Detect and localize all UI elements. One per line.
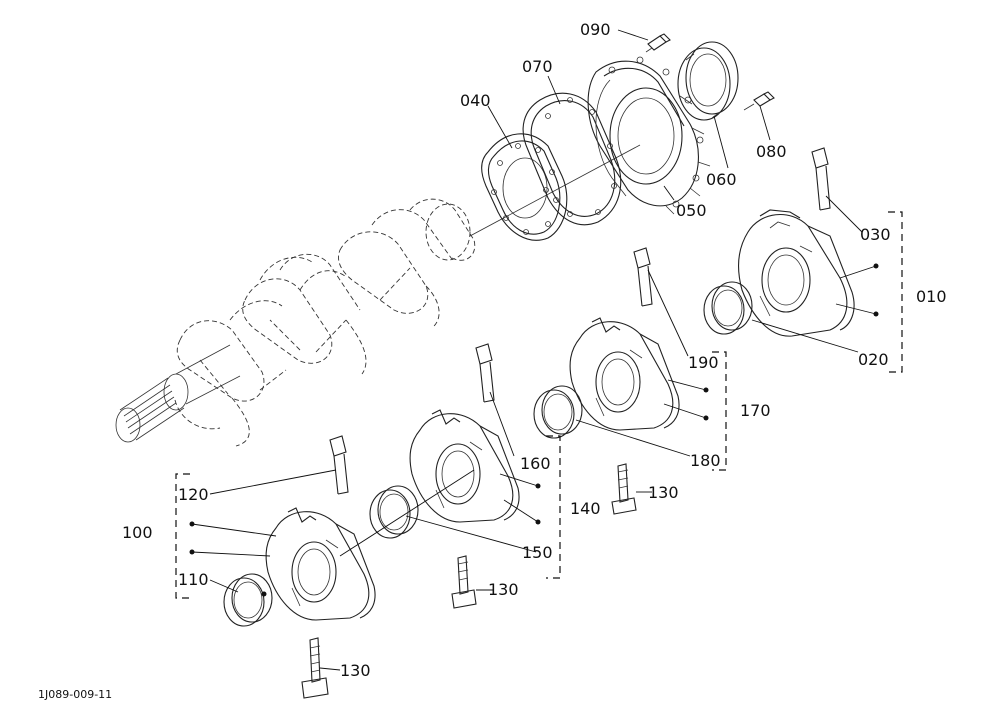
rear-housing-050	[587, 56, 711, 215]
callout-140: 140	[570, 499, 601, 518]
callout-120: 120	[178, 485, 209, 504]
callout-010: 010	[916, 287, 947, 306]
rear-gasket-040	[481, 133, 568, 241]
bearing-case-100	[265, 507, 376, 621]
callout-030: 030	[860, 225, 891, 244]
callout-060: 060	[706, 170, 737, 189]
bearing-case-170	[569, 317, 680, 431]
callout-150: 150	[522, 543, 553, 562]
bolt-130-lower	[301, 637, 329, 699]
bolt-080	[743, 91, 775, 111]
group-brackets	[175, 211, 903, 599]
callout-130-middle: 130	[488, 580, 519, 599]
bolt-030	[811, 147, 831, 211]
bolt-120	[329, 435, 349, 495]
leader-dots	[189, 263, 879, 597]
callout-110: 110	[178, 570, 209, 589]
callout-050: 050	[676, 201, 707, 220]
callout-080: 080	[756, 142, 787, 161]
bearing-case-140	[409, 409, 520, 523]
bolt-130-middle	[451, 555, 477, 609]
bearing-case-010	[738, 209, 855, 337]
callout-070: 070	[522, 57, 553, 76]
oil-seal-060	[677, 41, 739, 121]
crankshaft-drawing	[115, 144, 641, 447]
leader-lines	[191, 29, 877, 671]
bolt-160	[475, 343, 495, 403]
callout-130-upper: 130	[648, 483, 679, 502]
bolt-130-upper	[611, 463, 637, 515]
callout-180: 180	[690, 451, 721, 470]
figure-id: 1J089-009-11	[38, 688, 112, 701]
bearing-150	[369, 485, 419, 539]
callout-090: 090	[580, 20, 611, 39]
callout-190: 190	[688, 353, 719, 372]
bolt-190	[633, 247, 653, 307]
callout-160: 160	[520, 454, 551, 473]
rear-gasket-070	[522, 92, 622, 226]
callout-labels: 090 070 040 080 060 050 030 010 020 190 …	[122, 20, 947, 680]
callout-020: 020	[858, 350, 889, 369]
bearing-110	[223, 573, 273, 627]
callout-130-lower: 130	[340, 661, 371, 680]
callout-170: 170	[740, 401, 771, 420]
bearing-020	[703, 281, 753, 335]
bolt-090	[645, 33, 671, 53]
bearing-180	[533, 385, 583, 439]
callout-040: 040	[460, 91, 491, 110]
callout-100: 100	[122, 523, 153, 542]
